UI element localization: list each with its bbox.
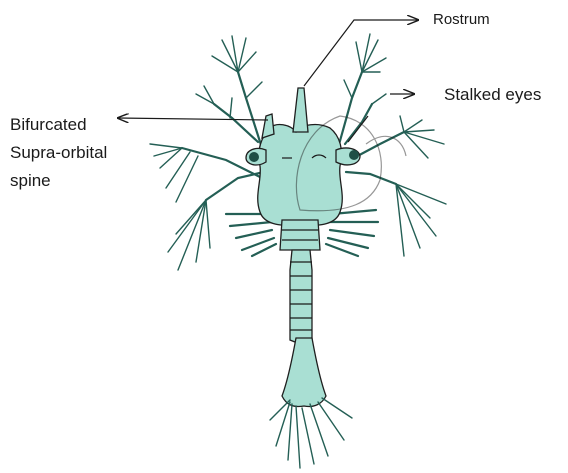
larva-body <box>246 88 360 407</box>
spine-label-line2: Supra-orbital <box>10 143 107 162</box>
left-spine-base <box>262 114 274 138</box>
rostrum <box>293 88 308 132</box>
stalked-eyes-pointer <box>348 116 368 142</box>
stalked-eyes-label: Stalked eyes <box>444 85 541 104</box>
left-lateral-appendages <box>150 144 264 270</box>
left-antenna <box>196 36 262 148</box>
tail-bristles <box>270 398 352 468</box>
telson <box>282 338 326 407</box>
thorax <box>280 220 320 250</box>
right-eye <box>349 150 359 160</box>
spine-label-line1: Bifurcated <box>10 115 87 134</box>
spine-pointer <box>118 118 268 120</box>
right-antenna <box>338 34 386 148</box>
rostrum-label: Rostrum <box>433 11 490 28</box>
left-eye <box>249 152 259 162</box>
spine-label-line3: spine <box>10 171 51 190</box>
